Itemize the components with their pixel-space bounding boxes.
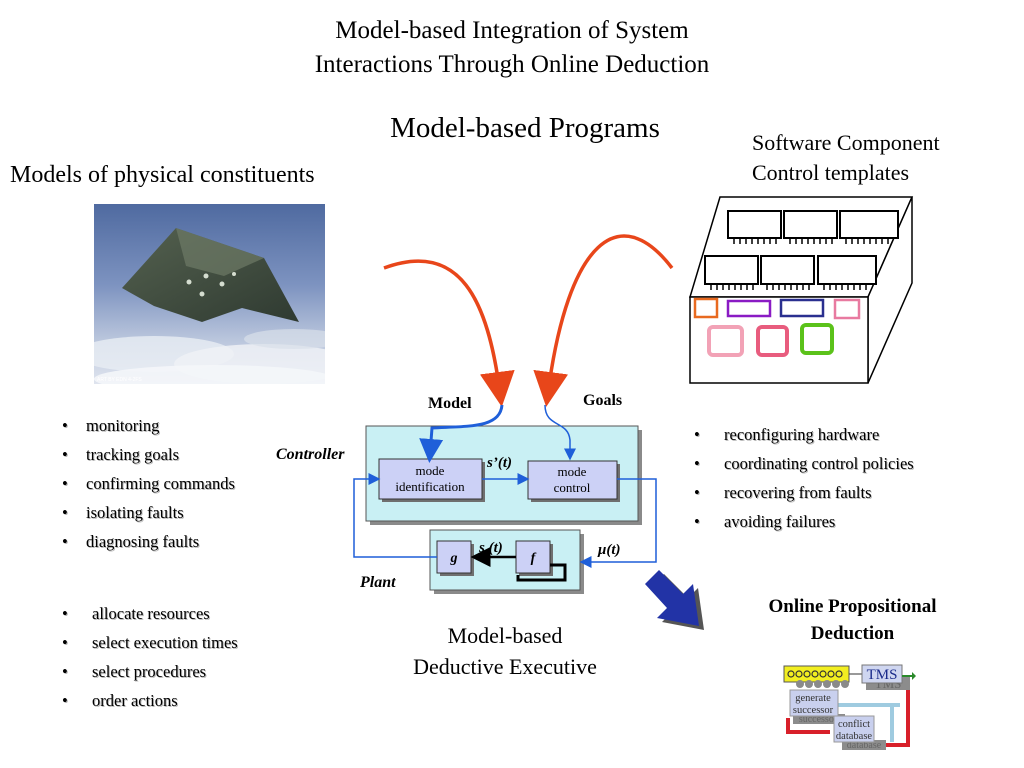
- plant-label: Plant: [359, 574, 396, 591]
- plant-feedback-loop: [516, 563, 567, 582]
- executive-caption-line-2: Deductive Executive: [413, 654, 597, 679]
- model-label: Model: [428, 395, 472, 412]
- chip-icon: [727, 210, 782, 244]
- mu-label: μ(t): [597, 542, 621, 558]
- deduction-caption: Online Propositional Deduction: [730, 593, 975, 647]
- list-item: confirming commands: [58, 469, 235, 498]
- deduction-engine-diagram: TMS TMS successor generate successor dat…: [783, 664, 916, 751]
- list-item: monitoring: [58, 411, 235, 440]
- subtitle: Model-based Programs: [390, 112, 660, 144]
- list-item: reconfiguring hardware: [690, 420, 914, 449]
- deduction-caption-line-1: Online Propositional: [768, 596, 937, 617]
- chip-icon: [760, 255, 815, 290]
- sprime-label: s’(t): [486, 455, 512, 471]
- list-item: coordinating control policies: [690, 449, 914, 478]
- right-heading-line-1: Software Component: [752, 130, 940, 155]
- chip-icon: [839, 210, 899, 244]
- goals-feed-arrow: [533, 234, 674, 407]
- list-item: select procedures: [58, 657, 238, 686]
- observation-feedback-line: [353, 473, 437, 558]
- generate-line-2: successor: [793, 705, 834, 716]
- list-item: recovering from faults: [690, 478, 914, 507]
- goals-label: Goals: [583, 392, 622, 409]
- title-line-2: Interactions Through Online Deduction: [314, 51, 710, 78]
- generate-shadow-label: successor: [799, 714, 838, 725]
- f-box: [515, 540, 551, 574]
- command-output-line: [579, 478, 657, 568]
- list-item: diagnosing faults: [58, 527, 235, 556]
- stealth-bomber-image: ART BY EDN 4-2FS: [94, 204, 325, 384]
- chip-icon: [817, 255, 877, 290]
- left-heading: Models of physical constituents: [10, 162, 315, 188]
- mode-identification-line-1: mode: [416, 463, 445, 478]
- list-item: allocate resources: [58, 599, 238, 628]
- g-label: g: [450, 551, 458, 566]
- template-slot-icon: [833, 298, 861, 320]
- conflict-shadow-label: database: [847, 740, 882, 751]
- capability-list-bottom: allocate resources select execution time…: [58, 599, 238, 715]
- mode-control-line-1: mode: [558, 464, 587, 479]
- list-item: isolating faults: [58, 498, 235, 527]
- control-list: reconfiguring hardware coordinating cont…: [690, 420, 914, 536]
- list-item: order actions: [58, 686, 238, 715]
- controller-label: Controller: [276, 446, 345, 463]
- image-caption: ART BY EDN 4-2FS: [97, 377, 142, 383]
- capability-list-top: monitoring tracking goals confirming com…: [58, 411, 235, 556]
- template-slot-icon: [693, 297, 719, 319]
- model-feed-arrow: [383, 259, 515, 407]
- list-item: avoiding failures: [690, 507, 914, 536]
- executive-caption-line-1: Model-based: [447, 623, 563, 648]
- model-input-arrow: [419, 404, 504, 463]
- right-heading-line-2: Control templates: [752, 160, 910, 185]
- right-heading: Software Component Control templates: [752, 128, 940, 188]
- deduction-caption-line-2: Deduction: [810, 623, 895, 644]
- generate-line-1: generate: [795, 693, 831, 704]
- f-label: f: [531, 551, 537, 566]
- tms-label: TMS: [867, 667, 898, 683]
- component-template-box: [688, 196, 914, 384]
- mode-identification-line-2: identification: [395, 479, 465, 494]
- tms-box: [861, 664, 903, 684]
- conflict-database-box: [833, 715, 875, 743]
- list-item: tracking goals: [58, 440, 235, 469]
- mode-control-line-2: control: [554, 480, 591, 495]
- chip-icon: [783, 210, 838, 244]
- goals-input-arrow: [544, 404, 576, 461]
- template-slot-icon: [726, 299, 772, 318]
- executive-caption: Model-based Deductive Executive: [380, 620, 630, 682]
- s-label: s (t): [478, 540, 503, 556]
- chip-icon: [704, 255, 759, 290]
- slide-title: Model-based Integration of System Intera…: [0, 14, 1024, 82]
- generate-successor-box: [789, 689, 839, 717]
- template-slot-icon: [756, 325, 789, 357]
- title-line-1: Model-based Integration of System: [335, 17, 689, 44]
- deduction-arrow-icon: [645, 570, 704, 630]
- template-slot-icon: [707, 325, 744, 357]
- template-slot-icon: [800, 323, 834, 355]
- g-box: [436, 540, 472, 574]
- list-item: select execution times: [58, 628, 238, 657]
- conflict-line-1: conflict: [838, 719, 870, 730]
- template-slot-icon: [779, 298, 825, 318]
- conflict-line-2: database: [836, 731, 872, 742]
